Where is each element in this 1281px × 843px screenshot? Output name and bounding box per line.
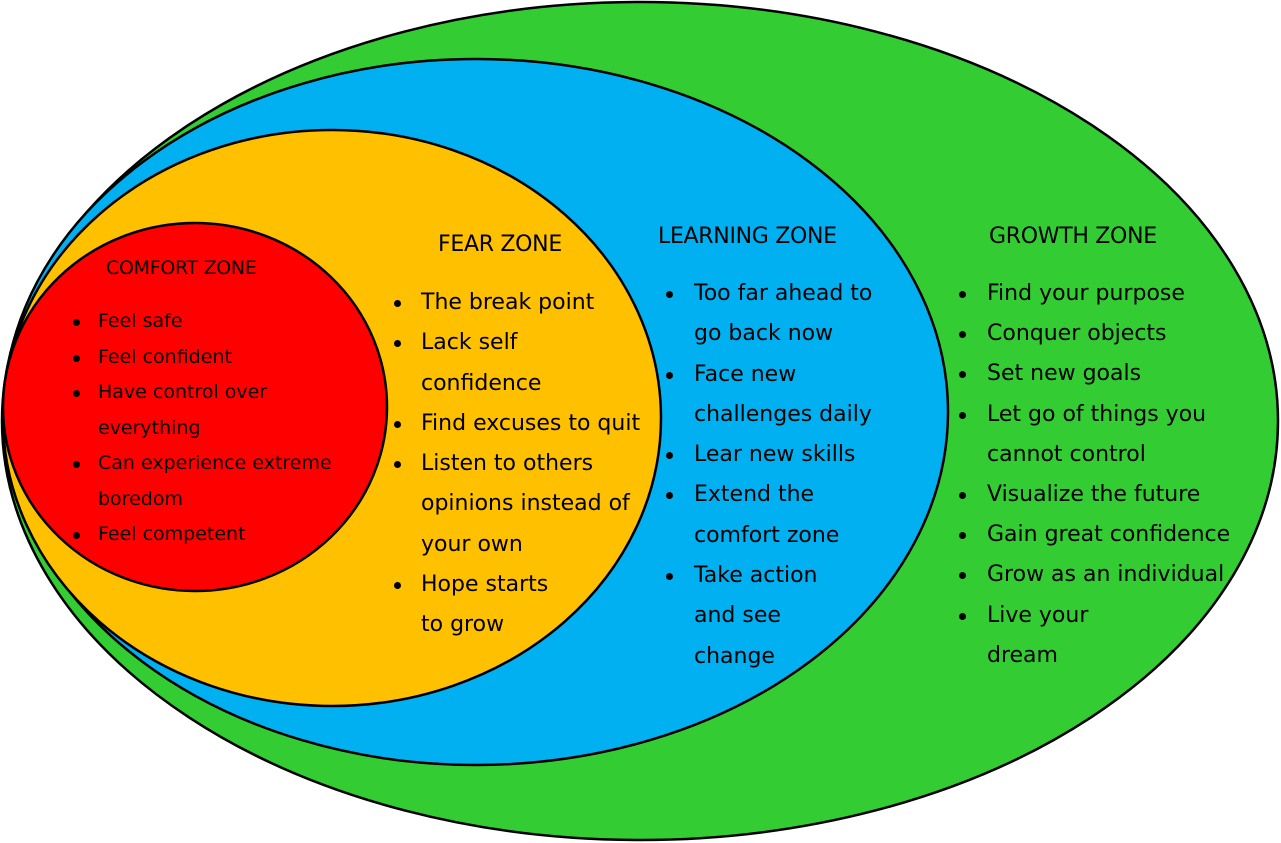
item-text-line: go back now [694,321,834,347]
learning-zone-item: Face new challenges daily [666,355,872,436]
bullet-icon [959,612,966,620]
bullet-icon [73,390,80,397]
bullet-icon [394,300,401,307]
fear-zone-item: The break point [394,283,640,323]
item-text-line: Let go of things you [987,401,1207,427]
growth-zone-item: Grow as an individual [959,555,1230,595]
bullet-icon [959,572,966,580]
growth-zone-item: Live your dream [959,596,1230,676]
item-text-line: The break point [421,290,595,315]
comfort-zone-item: Feel safe [73,304,332,340]
bullet-icon [666,573,673,581]
item-text-line: everything [98,416,201,439]
item-text-line: Find your purpose [987,281,1185,306]
item-text-line: Have control over [98,381,268,403]
bullet-icon [666,492,673,500]
item-text-line: Lear new skills [694,442,856,468]
item-text-line: Extend the [694,482,815,508]
fear-zone-item: Hope starts to grow [394,565,640,646]
item-text-line: and see [694,603,781,629]
growth-zone-item: Find your purpose [959,274,1230,314]
bullet-icon [959,371,966,379]
item-text-line: change [694,643,775,669]
comfort-zone-item: Have control over everything [73,375,332,446]
growth-zone-item: Set new goals [959,354,1230,394]
fear-zone-title: FEAR ZONE [438,232,562,257]
item-text-line: dream [987,642,1058,668]
item-text-line: Gain great confidence [987,522,1231,548]
learning-zone-item: Extend the comfort zone [666,475,872,556]
comfort-zone-item: Feel competent [73,517,332,553]
item-text-line: Feel safe [98,310,183,332]
item-text-line: Conquer objects [987,321,1167,347]
growth-zone-title: GROWTH ZONE [989,224,1157,249]
bullet-icon [73,354,80,362]
item-text-line: Live your [987,602,1089,628]
learning-zone-item: Take action and see change [666,556,872,677]
comfort-zone-ellipse [1,221,389,593]
item-text-line: Listen to others [421,451,594,477]
item-text-line: Too far ahead to [694,281,873,306]
item-text-line: Feel competent [98,523,246,545]
item-text-line: comfort zone [694,522,840,548]
item-text-line: Set new goals [987,361,1142,387]
bullet-icon [666,371,673,379]
bullet-icon [959,291,966,298]
comfort-zone-item: Feel confident [73,340,332,376]
item-text-line: Take action [694,563,818,589]
learning-zone-item: Lear new skills [666,435,872,475]
item-text-line: cannot control [987,441,1146,467]
comfort-zone-item: Can experience extreme boredom [73,446,332,517]
item-text-line: Hope starts [421,572,549,598]
growth-zone-item: Conquer objects [959,314,1230,354]
item-text-line: boredom [98,487,183,510]
bullet-icon [394,420,401,428]
item-text-line: opinions instead of [421,491,630,517]
item-text-line: Can experience extreme [98,452,332,474]
bullet-icon [394,582,401,590]
item-text-line: challenges daily [694,401,872,427]
item-text-line: Grow as an individual [987,562,1225,588]
item-text-line: Lack self [421,330,518,356]
bullet-icon [959,491,966,499]
item-text-line: confidence [421,370,542,396]
item-text-line: Find excuses to quit [421,410,641,436]
bullet-icon [959,411,966,419]
bullet-icon [666,291,673,298]
fear-zone-item: Find excuses to quit [394,404,641,444]
growth-zone-item: Let go of things you cannot control [959,395,1230,475]
learning-zone-item: Too far ahead to go back now [666,274,873,355]
bullet-icon [73,461,80,468]
bullet-icon [666,452,673,460]
item-text-line: Visualize the future [987,481,1201,507]
bullet-icon [394,340,401,348]
bullet-icon [959,331,966,339]
growth-zone-item: Gain great confidence [959,515,1231,555]
learning-zone-title: LEARNING ZONE [658,224,837,249]
bullet-icon [959,532,966,540]
comfort-zone-title: COMFORT ZONE [106,257,257,279]
bullet-icon [73,532,80,539]
fear-zone-item: Lack self confidence [394,323,640,404]
fear-zone-item: Listen to others opinions instead of your … [394,444,640,565]
bullet-icon [394,461,401,469]
growth-zone-item: Visualize the future [959,475,1230,515]
item-text-line: Feel confident [98,345,232,368]
item-text-line: your own [421,531,523,557]
bullet-icon [73,319,80,326]
item-text-line: Face new [694,361,797,387]
item-text-line: to grow [421,612,505,638]
